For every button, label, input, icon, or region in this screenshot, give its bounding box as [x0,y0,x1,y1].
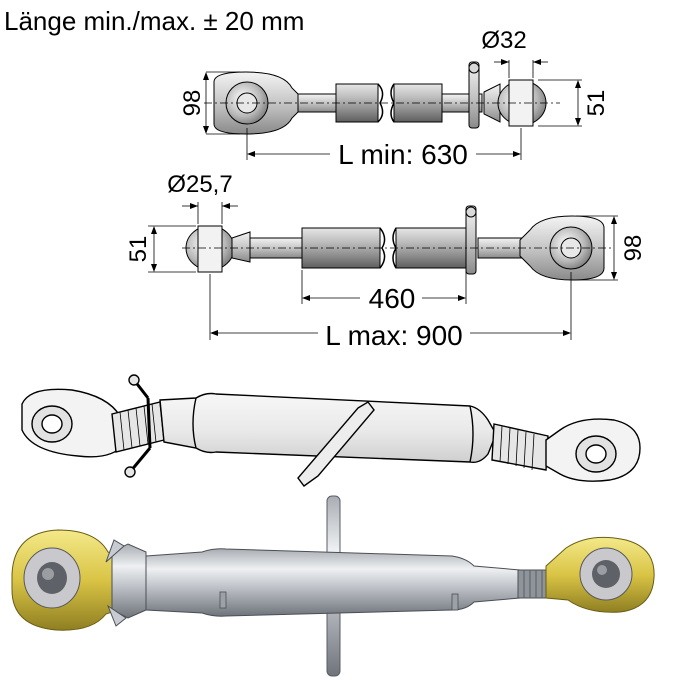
dim-length-min: L min: 630 [338,139,468,170]
dim-ball-width-top: 51 [583,90,610,117]
dim-eye-height-bottom: 98 [620,235,647,262]
length-tolerance-label: Länge min./max. ± 20 mm [4,6,304,36]
top-link-photo [11,495,655,677]
dim-tube-length: 460 [369,283,416,314]
adjust-handle-ext [465,205,477,275]
drawing-min-length: 98 Ø32 51 L min: 630 [179,27,610,170]
ball-joint-left [185,225,251,273]
dim-ball-width-bottom: 51 [125,236,152,263]
dim-ball-diameter-bottom: Ø25,7 [167,171,232,198]
dim-ball-diameter-top: Ø32 [481,27,526,54]
top-link-line-illustration [21,374,641,487]
adjust-handle [468,61,480,129]
dim-length-max: L max: 900 [325,320,462,351]
dim-eye-height-top: 98 [179,90,206,117]
threaded-rod-right-ext [477,237,523,259]
drawing-max-length: Ø25,7 51 98 460 L max: 900 [125,171,647,351]
